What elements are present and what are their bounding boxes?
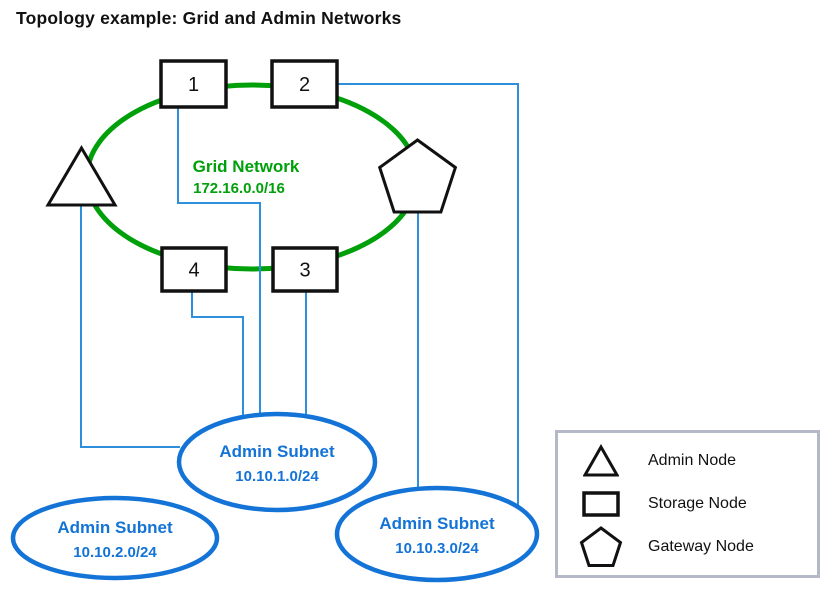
storage-node-4 — [160, 246, 228, 293]
storage-node-4-label: 4 — [188, 260, 199, 282]
storage-node-3-label: 3 — [299, 260, 310, 282]
legend-label-admin-node: Admin Node — [648, 451, 737, 469]
connector-node1-subnet1 — [177, 107, 261, 416]
grid-network-name: Grid Network — [193, 157, 300, 176]
admin-subnet-2-name: Admin Subnet — [57, 518, 173, 537]
diagram-title: Topology example: Grid and Admin Network… — [16, 8, 402, 28]
square-icon — [578, 491, 624, 517]
storage-node-1-label: 1 — [188, 74, 199, 96]
legend: Admin Node Storage Node Gateway Node — [555, 430, 820, 578]
storage-node-2-label: 2 — [299, 74, 310, 96]
storage-node-2 — [270, 59, 339, 109]
admin-subnet-2-ellipse — [10, 495, 220, 581]
legend-row-admin-node: Admin Node — [578, 439, 817, 482]
admin-subnet-1-name: Admin Subnet — [219, 442, 335, 461]
admin-subnet-3-name: Admin Subnet — [379, 514, 495, 533]
legend-label-storage-node: Storage Node — [648, 494, 747, 512]
storage-node-3 — [271, 246, 339, 293]
admin-subnet-1-ellipse — [176, 411, 378, 513]
connector-admin-subnet1 — [80, 205, 180, 448]
admin-node-triangle — [45, 145, 118, 207]
admin-subnet-1-cidr: 10.10.1.0/24 — [235, 468, 319, 485]
pentagon-icon — [578, 526, 624, 568]
admin-subnet-3-ellipse — [334, 485, 540, 583]
legend-row-gateway-node: Gateway Node — [578, 526, 817, 569]
admin-subnet-3-cidr: 10.10.3.0/24 — [395, 540, 479, 557]
legend-label-gateway-node: Gateway Node — [648, 538, 754, 556]
grid-network-ring — [84, 82, 420, 272]
gateway-node-pentagon — [377, 138, 458, 214]
storage-node-1 — [159, 59, 228, 109]
grid-network-cidr: 172.16.0.0/16 — [193, 180, 285, 197]
legend-row-storage-node: Storage Node — [578, 482, 817, 525]
connector-node2-subnet3 — [337, 83, 519, 507]
admin-subnet-2-cidr: 10.10.2.0/24 — [73, 544, 157, 561]
connector-node4-subnet1 — [191, 291, 244, 417]
triangle-icon — [578, 443, 624, 478]
